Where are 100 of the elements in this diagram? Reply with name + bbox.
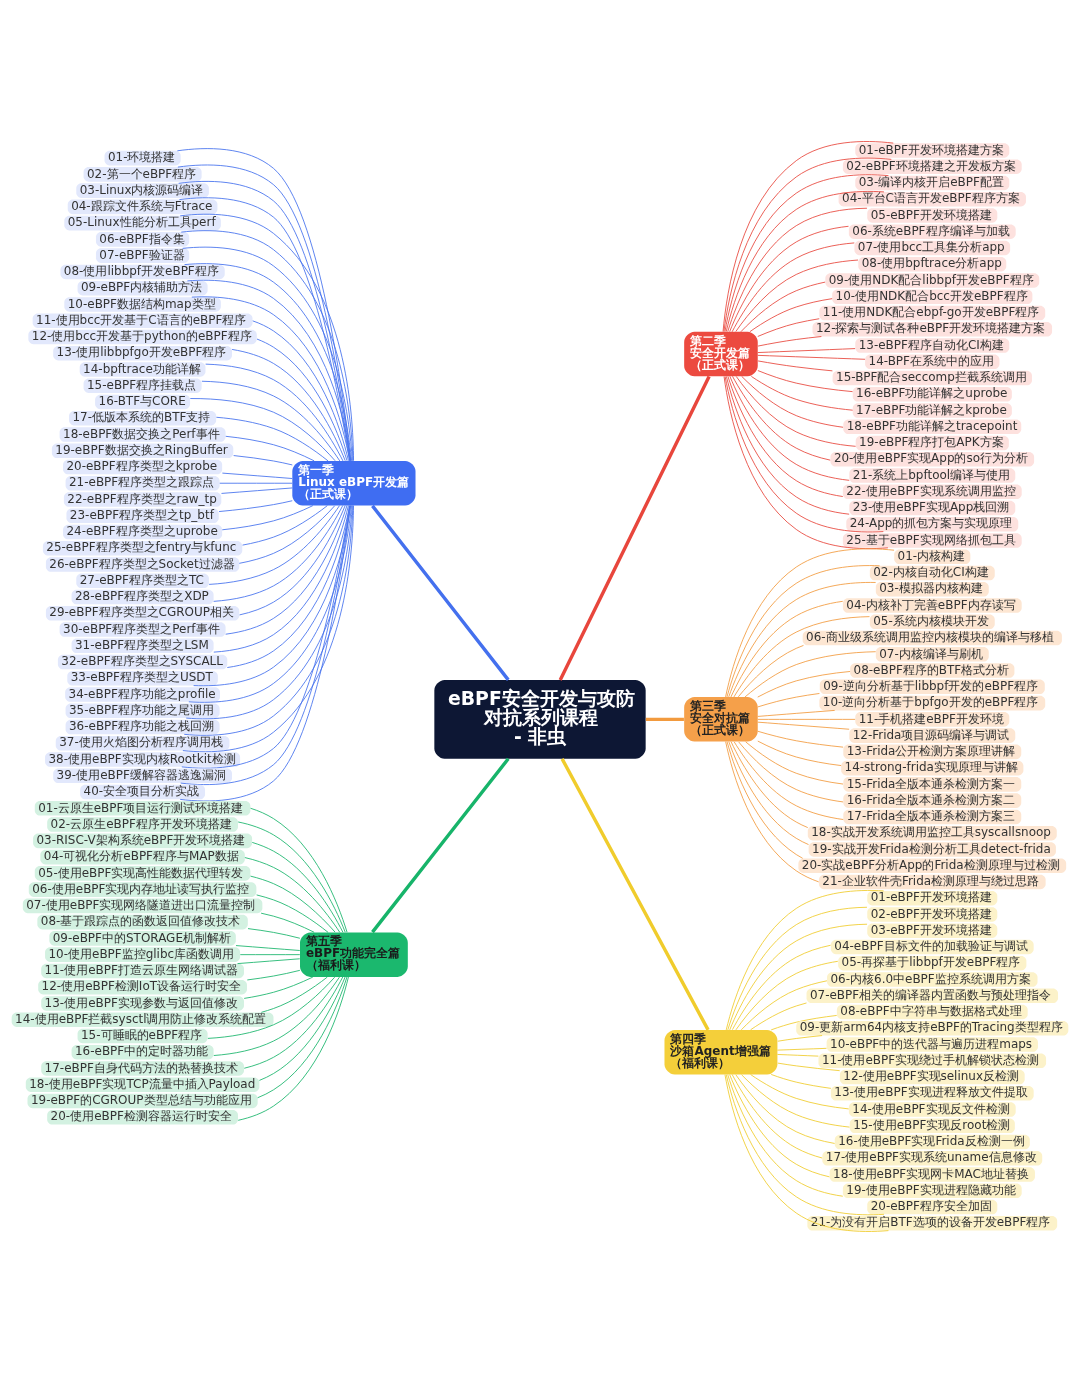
connector (740, 980, 828, 1031)
node-box: 15-Frida全版本通杀检测方案一 (843, 777, 1022, 792)
connector (730, 600, 844, 698)
node-box: 08-eBPF中字符串与数据格式处理 (836, 1004, 1028, 1020)
connector (757, 718, 856, 720)
connector (726, 741, 804, 859)
connector (205, 363, 344, 462)
node-box: 23-使用eBPF实现App栈回溯 (849, 500, 1016, 516)
node-box: 第三季 安全对抗篇（正式课） (684, 697, 758, 742)
node-box: 09-eBPF中的STORAGE机制解析 (49, 931, 236, 946)
connector (737, 645, 804, 698)
connector (750, 1002, 807, 1031)
connector (738, 741, 844, 803)
connector (256, 894, 329, 933)
connector (221, 487, 293, 494)
connector (730, 741, 809, 828)
connector (731, 242, 855, 333)
node-box: 14-使用eBPF实现反文件检测 (848, 1102, 1016, 1117)
node-box: 18-使用eBPF实现TCP流量中插入Payload (25, 1077, 260, 1092)
node-box: 25-eBPF程序类型之fentry与kfunc (42, 541, 243, 556)
connector (729, 375, 850, 481)
connector (189, 398, 336, 462)
node-box: 05-Linux性能分析工具perf (64, 215, 221, 231)
node-box: 19-eBPF的CGROUP类型总结与功能应用 (27, 1093, 258, 1109)
connector (777, 1035, 823, 1042)
node-box: 12-Frida项目源码编译与调试 (849, 728, 1016, 743)
node-box: 06-使用eBPF实现内存地址读写执行监控 (28, 882, 257, 897)
connector (757, 740, 842, 766)
node-box: 17-低版本系统的BTF支持 (69, 410, 217, 426)
node-box: 03-编译内核开启eBPF配置 (855, 175, 1010, 191)
node-box: 08-eBPF程序的BTF格式分析 (850, 663, 1015, 678)
connector (729, 1074, 830, 1178)
connector (732, 944, 831, 1031)
node-box: 36-eBPF程序功能之栈回溯 (65, 719, 220, 735)
node-box: 22-eBPF程序类型之raw_tp (63, 492, 222, 507)
node-box: 32-eBPF程序类型之SYSCALL (57, 654, 228, 670)
node-box: 18-使用eBPF实现网卡MAC地址替换 (829, 1167, 1035, 1182)
node-box: 16-使用eBPF实现Frida反检测一例 (834, 1134, 1030, 1150)
node-box: 11-使用eBPF打造云原生网络调试器 (41, 963, 244, 979)
connector (733, 741, 844, 820)
node-box: 第二季 安全开发篇（正式课） (684, 331, 758, 377)
connector (260, 912, 315, 933)
node-box: 21-为没有开启BTF选项的设备开发eBPF程序 (807, 1216, 1058, 1231)
connector (727, 1074, 844, 1197)
connector (239, 954, 301, 956)
connector (246, 969, 301, 981)
node-box: 06-商业级系统调用监控内核模块的编译与移植 (802, 630, 1062, 646)
connector (257, 976, 348, 1099)
node-box: 10-使用NDK配合bcc开发eBPF程序 (832, 289, 1033, 304)
node-box: 05-使用eBPF实现高性能数据代理转发 (34, 866, 251, 881)
connector (757, 709, 836, 717)
node-box: 14-BPF在系统中的应用 (865, 354, 1000, 369)
connector (727, 376, 844, 497)
node-box: 11-使用bcc开发基于C语言的eBPF程序 (32, 313, 253, 328)
node-box: 30-eBPF程序类型之Perf事件 (59, 622, 226, 637)
node-box: 39-使用eBPF缓解容器逃逸漏洞 (53, 768, 232, 784)
connector (770, 1074, 832, 1089)
node-box: 11-使用NDK配合ebpf-go开发eBPF程序 (819, 305, 1046, 321)
node-box: 18-实战开发系统调用监控工具syscallsnoop (807, 825, 1057, 841)
node-box: 20-eBPF程序类型之kprobe (63, 459, 223, 475)
connector (250, 875, 336, 933)
node-box: 02-eBPF环境搭建之开发板方案 (842, 159, 1022, 174)
node-box: 24-App的抓包方案与实现原理 (846, 517, 1019, 532)
connector (231, 349, 346, 462)
connector (741, 1074, 850, 1128)
node-box: 01-环境搭建 (104, 150, 181, 166)
node-box: 22-使用eBPF实现系统调用监控 (842, 484, 1022, 500)
node-box: 14-使用eBPF拦截sysctl调用防止修改系统配置 (11, 1012, 274, 1027)
node-box: 18-eBPF数据交换之Perf事件 (59, 427, 226, 442)
connector (371, 504, 510, 681)
node-box: 35-eBPF程序功能之尾调用 (65, 703, 220, 719)
connector (560, 758, 710, 1031)
connector (770, 1015, 838, 1031)
node-box: 10-逆向分析基于bpfgo开发的eBPF程序 (819, 695, 1046, 711)
connector (645, 717, 684, 722)
node-box: 01-eBPF开发环境搭建方案 (855, 143, 1010, 158)
connector (244, 857, 341, 933)
connector (745, 741, 844, 785)
node-box: 16-Frida全版本通杀检测方案二 (843, 793, 1022, 808)
connector (750, 1074, 850, 1110)
node-box: eBPF安全开发与攻防对抗系列课程 - 非虫 (434, 680, 646, 759)
node-box: 16-eBPF中的定时器功能 (71, 1044, 214, 1060)
connector (219, 482, 293, 484)
connector (735, 1074, 835, 1144)
node-box: 07-使用bcc工具集分析app (854, 240, 1011, 256)
connector (757, 336, 822, 347)
connector (237, 958, 301, 965)
node-box: 06-系统eBPF程序编译与加载 (848, 224, 1016, 239)
node-box: 第四季 沙箱Agent增强篇（福利课） (664, 1029, 778, 1075)
node-box: 05-再探基于libbpf开发eBPF程序 (838, 955, 1027, 971)
connector (725, 890, 885, 1031)
node-box: 09-eBPF内核辅助方法 (77, 280, 208, 296)
connector (558, 375, 711, 681)
node-box: 18-eBPF功能详解之tracepoint (843, 419, 1022, 435)
node-box: 08-使用libbpf开发eBPF程序 (60, 264, 225, 280)
node-box: 01-云原生eBPF项目运行测试环境搭建 (34, 801, 251, 816)
node-box: 02-第一个eBPF程序 (83, 167, 202, 182)
connector (727, 207, 868, 332)
node-box: 29-eBPF程序类型之CGROUP相关 (45, 606, 240, 621)
connector (729, 225, 849, 333)
